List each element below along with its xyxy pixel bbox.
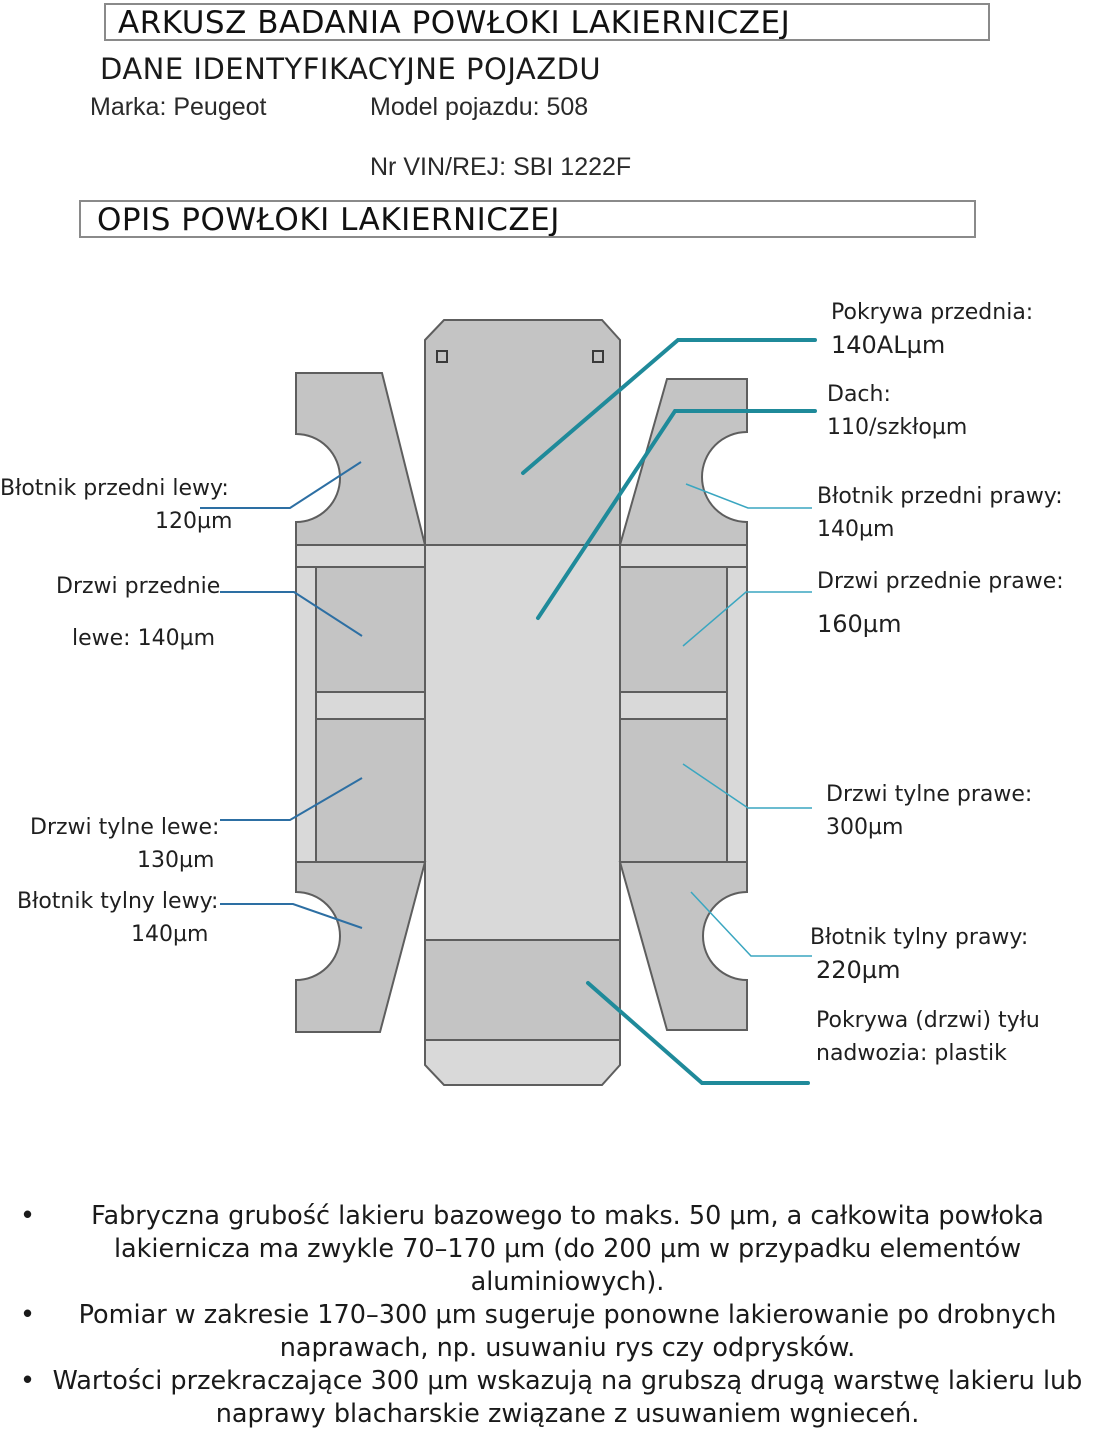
note-item: • Pomiar w zakresie 170–300 µm sugeruje …	[20, 1299, 1085, 1365]
rear-right-fender-label: Błotnik tylny prawy: 220µm	[810, 921, 1028, 987]
roof-label-title: Dach:	[827, 382, 891, 407]
rear-left-door-label: Drzwi tylne lewe: 130µm	[30, 811, 219, 877]
front-right-fender-panel	[618, 378, 748, 546]
hood-marker-right	[592, 350, 604, 363]
front-left-fender-label-title: Błotnik przedni lewy:	[0, 476, 229, 501]
rear-left-door-panel	[315, 718, 426, 863]
rear-left-fender-leader-line	[220, 903, 363, 929]
hood-label-title: Pokrywa przednia:	[831, 300, 1034, 325]
front-right-fender-leader-line	[685, 483, 812, 509]
rear-right-door-panel	[619, 718, 728, 863]
roof-label: Dach: 110/szkłoµm	[827, 378, 967, 444]
note-text: Wartości przekraczające 300 µm wskazują …	[52, 1366, 1083, 1429]
right-b-pillar	[619, 691, 728, 720]
front-left-door-panel	[315, 566, 426, 693]
tailgate-label: Pokrywa (drzwi) tyłu nadwozia: plastik	[816, 1004, 1040, 1070]
rear-left-door-label-value: 130µm	[137, 848, 215, 873]
rear-left-fender-panel	[295, 861, 427, 1033]
rear-right-door-leader-line	[682, 763, 812, 809]
tailgate-leader-line	[586, 981, 810, 1085]
rear-right-fender-panel	[618, 861, 748, 1031]
front-right-door-label-value: 160µm	[817, 610, 902, 638]
rear-right-door-label: Drzwi tylne prawe: 300µm	[826, 778, 1032, 844]
front-left-fender-panel	[295, 372, 427, 546]
note-item: • Fabryczna grubość lakieru bazowego to …	[20, 1200, 1085, 1299]
sheet-title: ARKUSZ BADANIA POWŁOKI LAKIERNICZEJ	[104, 3, 990, 41]
front-right-fender-label-value: 140µm	[817, 517, 895, 542]
tailgate-label-value: nadwozia: plastik	[816, 1041, 1007, 1066]
hood-leader-line	[521, 338, 817, 475]
right-sill-strip	[726, 566, 748, 863]
bullet-icon: •	[20, 1366, 36, 1396]
tailgate-label-title: Pokrywa (drzwi) tyłu	[816, 1008, 1040, 1033]
front-right-door-label-title: Drzwi przednie prawe:	[817, 569, 1064, 594]
rear-right-door-label-value: 300µm	[826, 815, 904, 840]
rear-right-fender-label-title: Błotnik tylny prawy:	[810, 925, 1029, 950]
front-left-door-leader-line	[220, 591, 363, 637]
note-text: Pomiar w zakresie 170–300 µm sugeruje po…	[78, 1300, 1057, 1363]
front-right-fender-label-title: Błotnik przedni prawy:	[817, 484, 1063, 509]
rear-right-fender-leader-line	[690, 891, 812, 957]
tailgate-panel	[424, 939, 621, 1041]
hood-label-value: 140ALµm	[831, 331, 946, 359]
paint-thickness-notes: • Fabryczna grubość lakieru bazowego to …	[20, 1200, 1085, 1431]
roof-panel	[424, 544, 621, 941]
car-body-diagram	[200, 319, 817, 1086]
rear-right-fender-label-value: 220µm	[816, 956, 901, 984]
bullet-icon: •	[20, 1300, 36, 1330]
rear-left-fender-label-value: 140µm	[131, 922, 209, 947]
front-right-door-panel	[619, 566, 728, 693]
front-right-door-label: Drzwi przednie prawe: 160µm	[817, 561, 1064, 645]
vehicle-vin: Nr VIN/REJ: SBI 1222F	[370, 153, 632, 181]
rear-right-door-label-title: Drzwi tylne prawe:	[826, 782, 1033, 807]
front-right-fender-label: Błotnik przedni prawy: 140µm	[817, 480, 1063, 546]
note-item: • Wartości przekraczające 300 µm wskazuj…	[20, 1365, 1085, 1431]
note-text: Fabryczna grubość lakieru bazowego to ma…	[91, 1201, 1044, 1297]
front-left-fender-label-value: 120µm	[155, 509, 233, 534]
front-left-fender-label: Błotnik przedni lewy: 120µm	[0, 472, 232, 538]
vehicle-brand: Marka: Peugeot	[90, 93, 267, 121]
front-left-door-label-title: Drzwi przednie	[56, 574, 221, 599]
roof-label-value: 110/szkłoµm	[827, 415, 968, 440]
front-left-door-label-value: lewe: 140µm	[72, 626, 215, 651]
rear-bumper-panel	[424, 1039, 621, 1086]
section-title: OPIS POWŁOKI LAKIERNICZEJ	[79, 200, 976, 238]
hood-marker-left	[436, 350, 448, 363]
rear-left-door-leader-line	[220, 777, 363, 821]
front-left-door-label: Drzwi przednie lewe: 140µm	[56, 561, 220, 665]
hood-panel	[424, 319, 621, 546]
rear-left-fender-label-title: Błotnik tylny lewy:	[17, 889, 219, 914]
ident-heading: DANE IDENTYFIKACYJNE POJAZDU	[100, 52, 602, 86]
left-pillar-strip	[295, 544, 426, 568]
left-sill-strip	[295, 566, 317, 863]
left-b-pillar	[315, 691, 426, 720]
vehicle-model: Model pojazdu: 508	[370, 93, 589, 121]
rear-left-fender-label: Błotnik tylny lewy: 140µm	[17, 885, 218, 951]
rear-left-door-label-title: Drzwi tylne lewe:	[30, 815, 220, 840]
front-left-fender-leader-line	[200, 461, 362, 509]
hood-label: Pokrywa przednia: 140ALµm	[831, 296, 1033, 362]
roof-leader-line	[536, 409, 817, 620]
front-right-door-leader-line	[682, 591, 812, 647]
bullet-icon: •	[20, 1201, 36, 1231]
right-pillar-strip	[619, 544, 748, 568]
